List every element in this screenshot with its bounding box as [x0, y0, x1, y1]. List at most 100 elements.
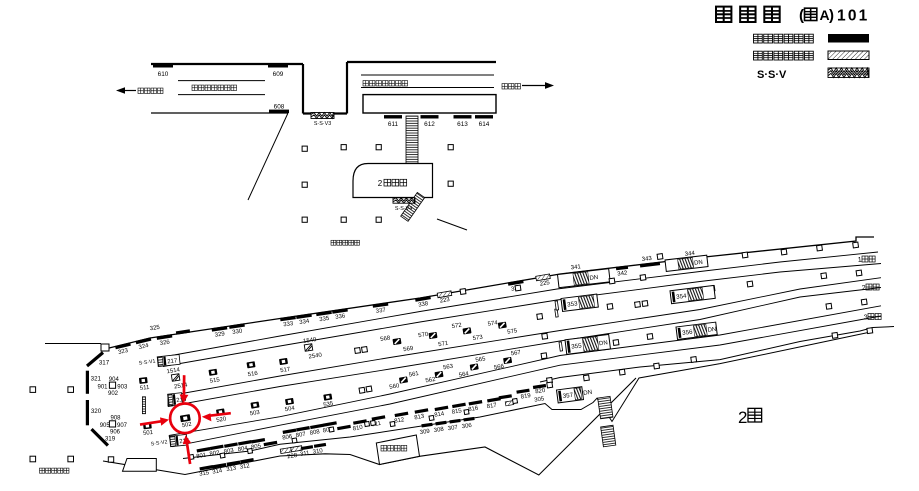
svg-text:535: 535 [323, 401, 335, 409]
svg-text:811: 811 [371, 421, 382, 429]
svg-text:907: 907 [117, 423, 128, 429]
svg-text:S·S·V1: S·S·V1 [138, 358, 156, 366]
svg-text:801: 801 [196, 452, 208, 460]
svg-text:A: A [820, 7, 830, 23]
svg-text:503: 503 [249, 410, 261, 418]
svg-text:315: 315 [199, 470, 211, 478]
svg-text:905: 905 [100, 423, 111, 429]
svg-text:820: 820 [535, 388, 546, 396]
svg-text:329: 329 [214, 331, 225, 339]
svg-text:609: 609 [273, 71, 284, 78]
svg-text:564: 564 [458, 371, 470, 379]
svg-text:565: 565 [475, 356, 487, 364]
svg-text:815: 815 [451, 408, 463, 416]
svg-text:342: 342 [617, 270, 628, 277]
svg-text:805: 805 [251, 443, 263, 451]
svg-text:306: 306 [461, 423, 472, 430]
svg-text:803: 803 [223, 448, 235, 456]
svg-text:611: 611 [388, 121, 399, 128]
svg-text:575: 575 [507, 328, 518, 336]
svg-text:1540: 1540 [303, 337, 318, 345]
svg-text:904: 904 [109, 377, 120, 383]
svg-text:223: 223 [439, 297, 451, 305]
svg-text:903: 903 [117, 385, 128, 391]
svg-text:804: 804 [237, 445, 249, 453]
svg-text:326: 326 [159, 339, 170, 347]
svg-text:325: 325 [149, 325, 160, 332]
svg-text:319: 319 [105, 435, 116, 442]
svg-text:515: 515 [209, 377, 220, 385]
svg-text:2540: 2540 [308, 352, 323, 360]
svg-text:S·S·V: S·S·V [757, 69, 787, 81]
svg-text:516: 516 [247, 371, 258, 379]
svg-text:335: 335 [319, 316, 330, 323]
svg-text:DN: DN [707, 327, 716, 334]
svg-text:356: 356 [682, 329, 694, 337]
svg-text:338: 338 [418, 301, 430, 309]
svg-text:S·S·V3: S·S·V3 [314, 121, 331, 127]
svg-text:225: 225 [539, 280, 551, 288]
svg-text:): ) [829, 7, 834, 24]
svg-text:570: 570 [418, 332, 429, 340]
svg-text:502: 502 [182, 422, 193, 430]
svg-text:819: 819 [520, 393, 531, 401]
svg-text:573: 573 [472, 335, 483, 343]
svg-text:314: 314 [212, 468, 224, 476]
svg-text:320: 320 [91, 408, 102, 415]
svg-text:902: 902 [108, 391, 119, 397]
svg-text:S·S·V4: S·S·V4 [395, 206, 412, 212]
svg-text:344: 344 [685, 251, 696, 258]
svg-text:357: 357 [562, 392, 574, 400]
svg-text:812: 812 [394, 417, 406, 425]
svg-text:313: 313 [226, 465, 238, 473]
svg-text:566: 566 [494, 364, 506, 372]
svg-text:612: 612 [424, 121, 435, 128]
svg-text:(: ( [799, 7, 804, 24]
svg-text:321: 321 [91, 376, 102, 383]
svg-text:2: 2 [378, 179, 383, 188]
svg-text:337: 337 [375, 307, 386, 314]
svg-text:DN: DN [589, 275, 598, 282]
svg-text:DN: DN [599, 340, 608, 347]
svg-text:613: 613 [457, 121, 468, 128]
svg-text:311: 311 [300, 450, 311, 458]
svg-text:309: 309 [419, 429, 430, 436]
svg-text:217: 217 [167, 358, 178, 365]
svg-text:568: 568 [380, 335, 391, 343]
svg-text:DN: DN [583, 389, 593, 397]
svg-text:614: 614 [479, 121, 490, 128]
svg-text:571: 571 [438, 341, 449, 349]
svg-text:317: 317 [99, 360, 110, 367]
svg-text:810: 810 [352, 425, 364, 433]
svg-text:806: 806 [282, 434, 294, 442]
svg-text:1: 1 [858, 257, 863, 264]
svg-text:S·S·V2: S·S·V2 [150, 439, 168, 447]
svg-text:307: 307 [447, 425, 458, 432]
svg-text:324: 324 [138, 343, 150, 351]
svg-text:608: 608 [274, 104, 285, 111]
svg-text:3: 3 [864, 314, 869, 321]
svg-text:504: 504 [284, 406, 296, 414]
svg-text:572: 572 [451, 323, 462, 331]
svg-text:562: 562 [425, 377, 437, 385]
svg-text:561: 561 [408, 371, 420, 379]
svg-text:333: 333 [283, 321, 294, 328]
svg-text:308: 308 [433, 427, 444, 434]
svg-text:816: 816 [468, 405, 480, 413]
svg-text:323: 323 [118, 348, 130, 356]
svg-text:807: 807 [295, 431, 307, 439]
svg-text:2: 2 [738, 408, 747, 427]
svg-text:814: 814 [434, 411, 446, 419]
svg-text:563: 563 [443, 364, 455, 372]
svg-text:355: 355 [571, 342, 583, 350]
svg-text:567: 567 [510, 350, 522, 358]
svg-text:901: 901 [97, 385, 108, 391]
svg-text:813: 813 [414, 414, 426, 422]
svg-text:517: 517 [280, 367, 291, 375]
svg-text:228: 228 [287, 453, 298, 461]
svg-text:908: 908 [110, 416, 121, 422]
svg-text:341: 341 [571, 264, 582, 271]
svg-text:354: 354 [676, 293, 688, 301]
svg-text:101: 101 [837, 8, 869, 25]
svg-text:2: 2 [862, 285, 867, 292]
